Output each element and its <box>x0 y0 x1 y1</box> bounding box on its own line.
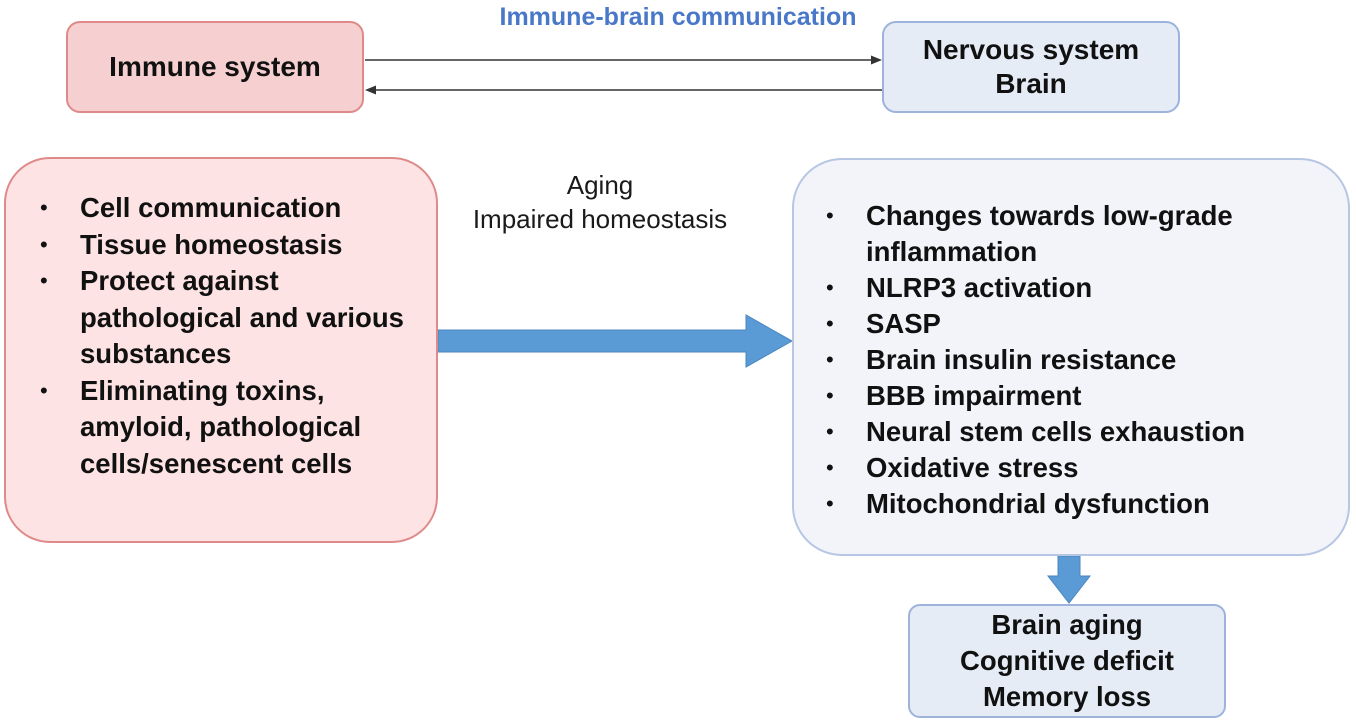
aging-line: Aging <box>566 170 634 200</box>
list-item: Oxidative stress <box>824 450 1340 486</box>
aging-label: Aging Impaired homeostasis <box>440 168 760 236</box>
aging-effects-list: Changes towards low-grade inflammation N… <box>824 198 1340 522</box>
big-right-arrow <box>437 314 794 368</box>
immune-functions-box: Cell communication Tissue homeostasis Pr… <box>4 157 438 543</box>
list-item: Protect against pathological and various… <box>38 263 416 373</box>
list-item: Mitochondrial dysfunction <box>824 486 1340 522</box>
list-item: Changes towards low-grade inflammation <box>824 198 1340 270</box>
list-item: Eliminating toxins, amyloid, pathologica… <box>38 373 416 483</box>
nervous-system-box: Nervous system Brain <box>882 21 1180 113</box>
list-item: Neural stem cells exhaustion <box>824 414 1340 450</box>
list-item: Cell communication <box>38 190 416 227</box>
impaired-homeostasis-line: Impaired homeostasis <box>472 204 728 234</box>
immune-system-label: Immune system <box>109 51 321 82</box>
nervous-system-label: Nervous system <box>922 34 1140 65</box>
immune-functions-list: Cell communication Tissue homeostasis Pr… <box>38 190 416 482</box>
outcome-box: Brain aging Cognitive deficit Memory los… <box>908 604 1226 718</box>
cognitive-deficit-label: Cognitive deficit <box>960 645 1174 676</box>
aging-effects-box: Changes towards low-grade inflammation N… <box>792 158 1350 556</box>
big-down-arrow <box>1046 555 1092 604</box>
list-item: Brain insulin resistance <box>824 342 1340 378</box>
immune-system-box: Immune system <box>66 21 364 113</box>
arrow-immune-to-brain <box>365 55 882 65</box>
arrow-brain-to-immune <box>365 85 882 95</box>
list-item: NLRP3 activation <box>824 270 1340 306</box>
diagram-title: Immune-brain communication <box>499 3 857 31</box>
brain-aging-label: Brain aging <box>991 609 1143 640</box>
list-item: SASP <box>824 306 1340 342</box>
list-item: Tissue homeostasis <box>38 227 416 264</box>
memory-loss-label: Memory loss <box>982 681 1152 712</box>
brain-label: Brain <box>995 68 1067 99</box>
list-item: BBB impairment <box>824 378 1340 414</box>
